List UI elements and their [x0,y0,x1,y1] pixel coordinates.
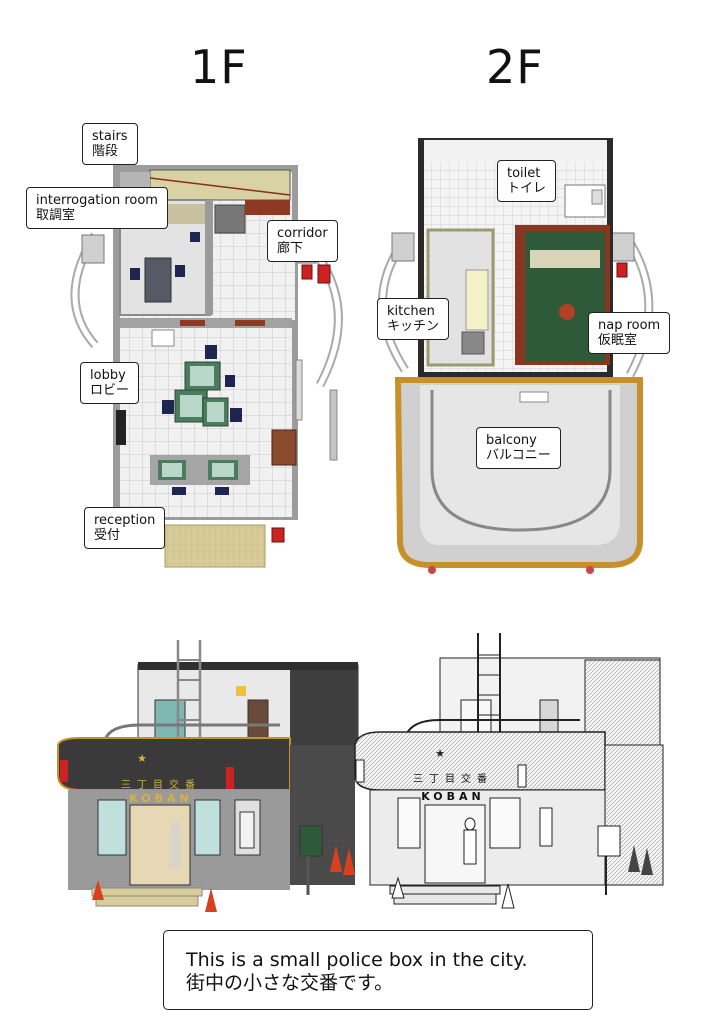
label-nap-room-en: nap room [598,318,661,333]
callout-interrogation-room: interrogation room 取調室 [26,187,168,229]
callout-reception: reception 受付 [84,507,166,549]
label-balcony-ja: バルコニー [486,448,551,463]
label-stairs-en: stairs [92,129,128,144]
callout-lobby: lobby ロビー [80,362,140,404]
sign-koban-lineart: KOBAN [421,790,485,803]
label-corridor-en: corridor [277,226,328,241]
label-reception-ja: 受付 [94,528,121,543]
svg-text:★: ★ [137,752,147,765]
floor-title-1f: 1F [190,40,248,94]
label-balcony-en: balcony [486,433,537,448]
callout-stairs: stairs 階段 [82,123,138,165]
floor-title-2f: 2F [486,40,544,94]
caption-ja: 街中の小さな交番です。 [186,972,394,994]
callout-corridor: corridor 廊下 [267,220,338,262]
label-stairs-ja: 階段 [92,144,119,159]
label-reception-en: reception [94,513,156,528]
color-render: ★ [57,640,359,912]
callout-kitchen: kitchen キッチン [377,298,450,340]
svg-text:★: ★ [435,747,445,760]
lineart-render: ★ [354,633,664,909]
label-interrogation-ja: 取調室 [36,208,76,223]
callout-toilet: toilet トイレ [497,160,557,202]
label-nap-room-ja: 仮眠室 [598,333,638,348]
label-toilet-ja: トイレ [507,181,547,196]
label-corridor-ja: 廊下 [277,241,304,256]
label-kitchen-ja: キッチン [387,319,440,334]
label-kitchen-en: kitchen [387,304,435,319]
caption-box: This is a small police box in the city. … [163,930,593,1010]
callout-nap-room: nap room 仮眠室 [588,312,671,354]
callout-balcony: balcony バルコニー [476,427,561,469]
caption-en: This is a small police box in the city. [186,949,528,971]
sign-name-color: 三丁目交番 [121,780,201,791]
sign-name-lineart: 三丁目交番 [413,774,493,785]
label-interrogation-en: interrogation room [36,193,158,208]
label-lobby-ja: ロビー [90,383,130,398]
sign-koban-color: KOBAN [129,792,193,805]
label-lobby-en: lobby [90,368,126,383]
label-toilet-en: toilet [507,166,541,181]
